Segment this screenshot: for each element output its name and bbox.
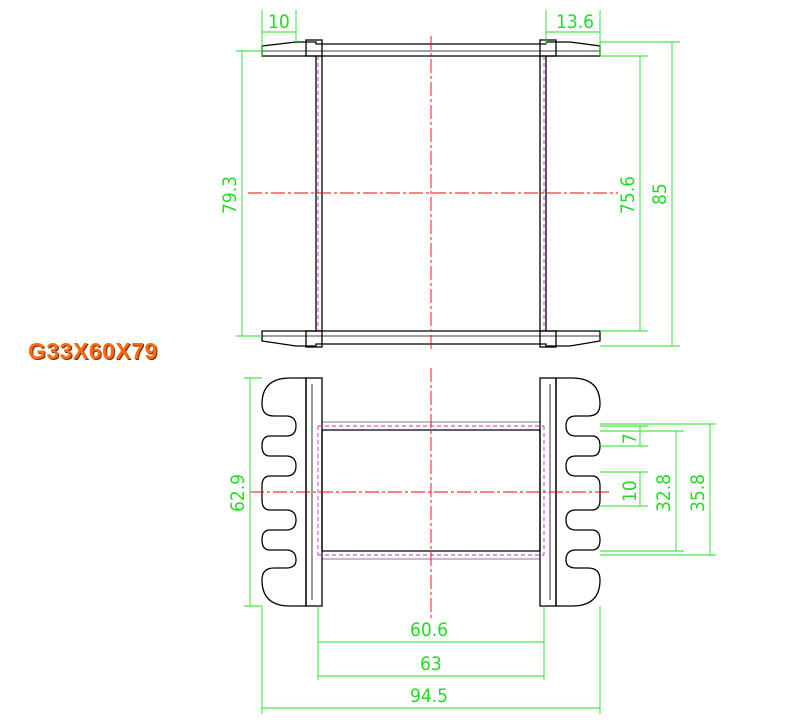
top-right-tab [539,39,557,57]
dim-overall-width: 94.5 [410,685,448,707]
top-view-centerlines [248,36,618,352]
top-view-dimensions [236,10,680,347]
bottom-flange [261,330,601,347]
dim-overall-height-left: 79.3 [219,176,241,214]
bottom-right-tab [539,330,557,348]
bottom-left-tab [305,330,323,348]
bottom-view-centerlines [250,368,612,618]
dim-slot: 7 [619,433,641,444]
left-comb-flange [261,377,307,607]
bottom-view [261,377,601,607]
right-comb-flange [555,377,601,607]
dim-left-tab: 10 [268,11,290,33]
dim-inner-height: 75.6 [617,176,639,214]
dim-mid-width: 63 [420,653,442,675]
top-left-tab [305,39,323,57]
dim-inner-window: 32.8 [653,474,675,512]
dim-inner-width: 60.6 [410,619,448,641]
top-view-hidden-lines [317,56,545,331]
dim-overall-height-right: 85 [649,183,671,205]
bottom-view-dimension-labels: 62.9 7 10 32.8 35.8 60.6 63 94.5 [227,433,709,707]
bottom-view-dimensions [244,377,716,714]
dim-overall-height: 62.9 [227,474,249,512]
part-number-title: G33X60X79 [28,338,158,364]
top-view-dimension-labels: 10 13.6 79.3 75.6 85 [219,11,671,214]
dim-pitch: 10 [619,480,641,502]
top-view [261,39,601,348]
dim-outer-window: 35.8 [687,474,709,512]
dim-right-tab: 13.6 [556,11,594,33]
